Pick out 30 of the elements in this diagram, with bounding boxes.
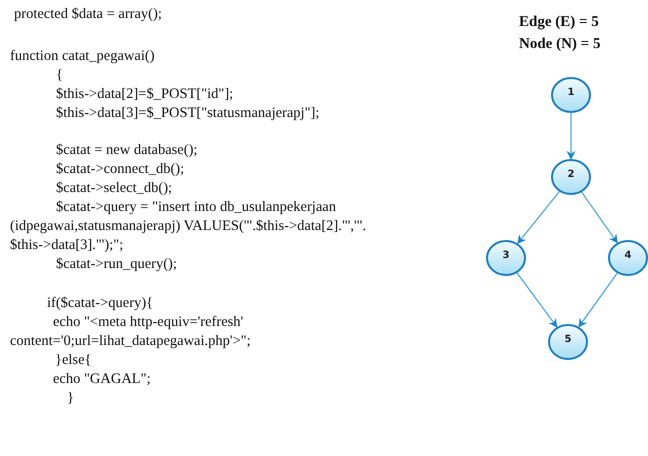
code-line: echo "GAGAL"; [53, 371, 151, 388]
code-line: if($catat->query){ [47, 295, 154, 312]
node-number: 3 [502, 250, 510, 260]
node-number: 5 [564, 334, 572, 344]
code-line: }else{ [55, 352, 92, 369]
code-line: content='0;url=lihat_datapegawai.php'>"; [10, 333, 251, 350]
code-line: $this->data[3]=$_POST["statusmanajerapj"]; [56, 105, 320, 122]
node-number: 2 [568, 168, 574, 180]
arrow [566, 113, 576, 160]
node-number: 4 [624, 250, 632, 260]
graph-count-label: Node (N) = 5 [519, 35, 600, 53]
arrow [578, 272, 618, 328]
code-line: $catat = new database(); [56, 142, 198, 159]
arrow [516, 272, 558, 328]
node-number: 1 [568, 86, 574, 98]
code-line: echo "<meta http-equiv='refresh' [53, 314, 244, 331]
code-line: $catat->run_query(); [56, 256, 177, 273]
code-line: protected $data = array(); [14, 6, 162, 23]
code-line: $this->data[2]=$_POST["id"]; [56, 86, 234, 103]
arrow [517, 191, 560, 244]
code-line: } [67, 390, 74, 407]
code-line: $catat->select_db(); [56, 180, 172, 197]
code-line: { [56, 67, 63, 84]
code-line: (idpegawai,statusmanajerapj) VALUES('".$this->data[2]."','". [10, 218, 366, 235]
code-line: function catat_pegawai() [10, 48, 155, 65]
arrow [581, 192, 618, 244]
graph-count-label: Edge (E) = 5 [519, 13, 599, 31]
code-line: $this->data[3]."');"; [10, 237, 124, 254]
code-line: $catat->query = "insert into db_usulanpekerjaan [56, 199, 336, 216]
code-line: $catat->connect_db(); [56, 161, 184, 178]
